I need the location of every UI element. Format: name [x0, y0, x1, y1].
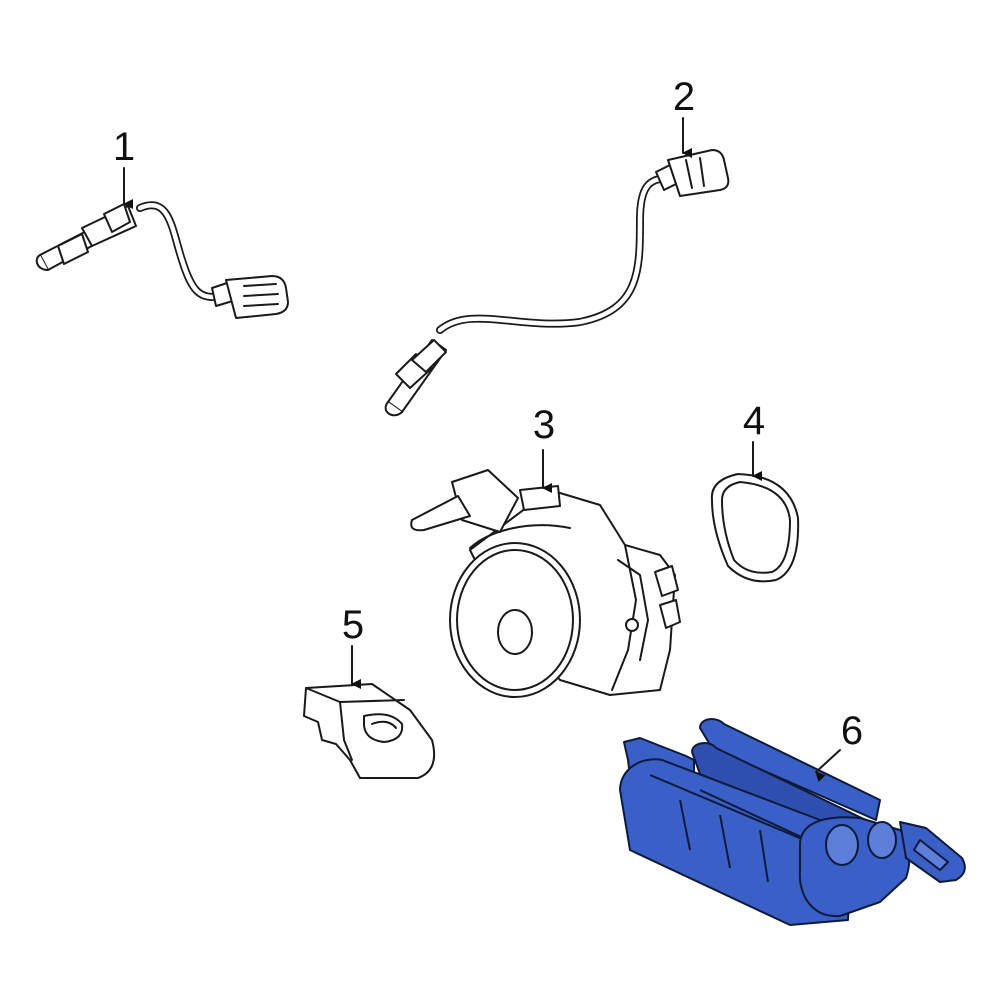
callout-4-label: 4: [743, 399, 765, 443]
callout-6-arrow: [815, 749, 841, 783]
part-5-bracket[interactable]: [303, 683, 436, 779]
callout-3-label: 3: [533, 403, 555, 447]
callout-6-label: 6: [841, 709, 863, 753]
part-1-oxygen-sensor[interactable]: [35, 201, 289, 319]
part-4-seal[interactable]: [710, 473, 800, 583]
callout-arrows: [123, 117, 841, 783]
part-3-pump-assembly[interactable]: [410, 469, 681, 698]
callout-2-label: 2: [673, 75, 695, 119]
callout-1-label: 1: [113, 125, 135, 169]
callout-5-label: 5: [342, 603, 364, 647]
callout-labels: 1 2 3 4 5 6: [113, 75, 863, 753]
part-2-oxygen-sensor[interactable]: [384, 149, 730, 417]
part-6-charcoal-canister[interactable]: [619, 718, 966, 926]
